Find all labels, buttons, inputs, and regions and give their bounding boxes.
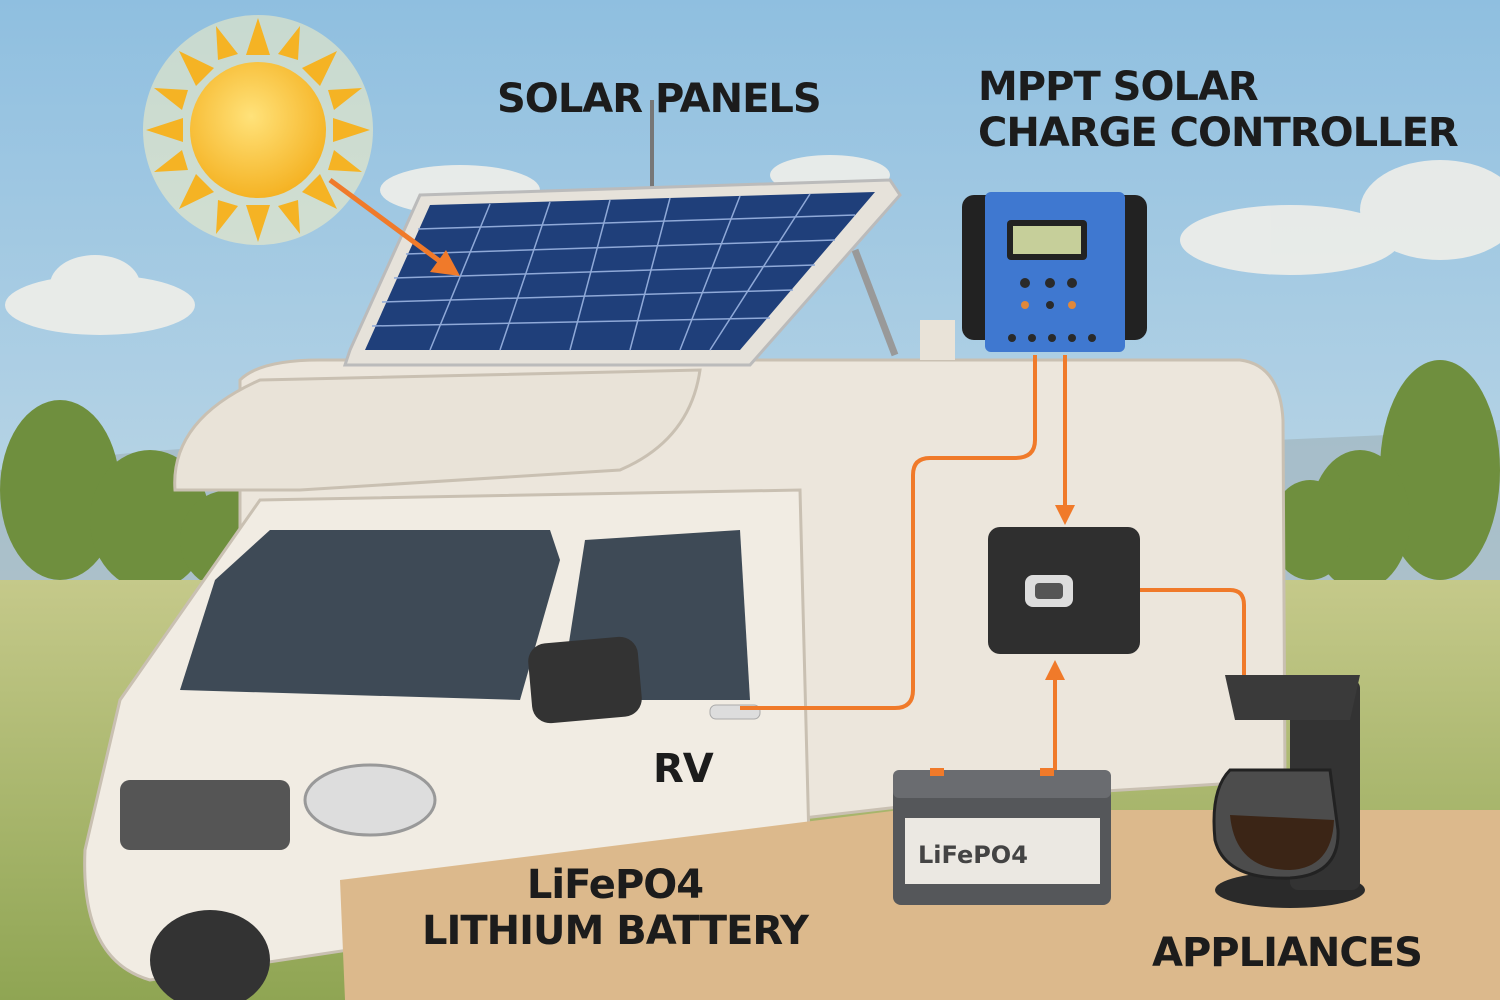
- charge-controller-label-line2: CHARGE CONTROLLER: [978, 110, 1459, 156]
- sun-icon: [143, 15, 373, 245]
- charge-controller-label: MPPT SOLAR CHARGE CONTROLLER: [978, 64, 1459, 156]
- battery-label: LiFePO4 LITHIUM BATTERY: [420, 862, 810, 954]
- rv-label: RV: [653, 746, 714, 792]
- battery-case-label: LiFePO4: [918, 841, 1028, 869]
- charge-controller-label-line1: MPPT SOLAR: [978, 64, 1259, 110]
- charge-controller-icon: [962, 192, 1147, 352]
- solar-panels-label: SOLAR PANELS: [497, 76, 822, 122]
- battery-label-line1: LiFePO4: [526, 862, 704, 908]
- appliances-label: APPLIANCES: [1152, 930, 1423, 976]
- solar-panel-icon: [342, 100, 902, 367]
- inverter-switch-icon: [988, 527, 1140, 654]
- battery-label-line2: LITHIUM BATTERY: [422, 908, 809, 954]
- rv-icon: [83, 320, 1287, 1000]
- battery-icon: [893, 768, 1111, 905]
- arrow-icon: [328, 177, 460, 276]
- coffee-maker-icon: [1212, 675, 1365, 908]
